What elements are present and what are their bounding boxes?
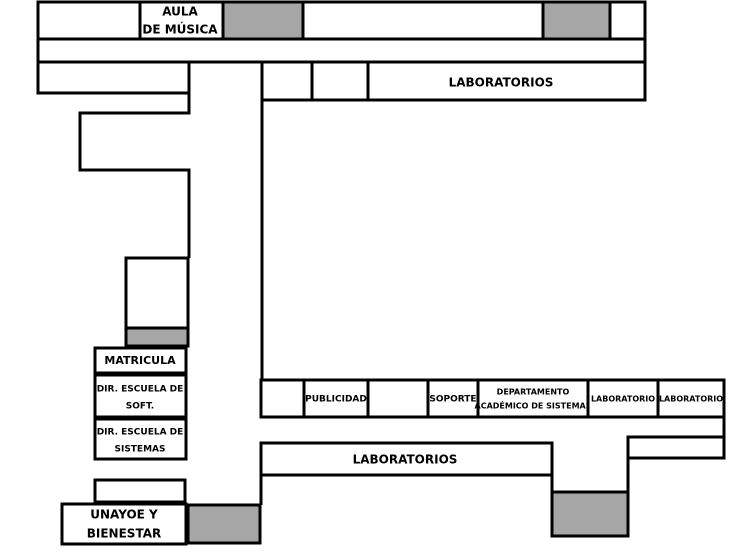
depto-label-line2: ACADÉMICO DE SISTEMAS (475, 400, 592, 411)
left-upper-room (36, 60, 191, 95)
dir-sistemas-room (93, 417, 188, 461)
bottom-right-shaded (550, 490, 630, 538)
laboratorio-room-2 (656, 378, 726, 419)
dir-sistemas-label-line2: SISTEMAS (114, 445, 165, 455)
top-corridor (36, 37, 647, 64)
aula-musica-label-line2: DE MÚSICA (142, 22, 218, 37)
dir-soft-label-line2: SOFT. (126, 402, 154, 412)
laboratorios-bottom-label: LABORATORIOS (353, 453, 458, 467)
dir-soft-label-line1: DIR. ESCUELA DE (97, 385, 184, 395)
top-shaded-block-left (221, 0, 305, 41)
lower-right-corridor-wall (626, 417, 726, 460)
top-middle-room (301, 0, 545, 41)
middle-row-small-room (259, 378, 306, 419)
ssshh-left-shaded (124, 326, 190, 348)
bottom-left-shaded (186, 503, 262, 545)
unayoe-label-line1: UNAYOE Y (90, 508, 158, 522)
laboratorio-label-1: LABORATORIO (591, 395, 655, 404)
top-right-room (608, 0, 647, 41)
top-shaded-block-right (541, 0, 612, 41)
laboratorios-top-label: LABORATORIOS (449, 76, 554, 90)
right-block-small-room (260, 60, 314, 102)
ssshh-left-room (124, 256, 190, 330)
laboratorio-label-2: LABORATORIO (659, 395, 723, 404)
depto-label-line1: DEPARTAMENTO (497, 388, 570, 397)
dir-sistemas-label-line1: DIR. ESCUELA DE (97, 428, 184, 438)
matricula-room (93, 346, 188, 375)
top-left-room (36, 0, 142, 41)
unayoe-label-line2: BIENESTAR (87, 527, 161, 541)
left-bottom-small-room (93, 478, 187, 504)
soporte-label: SOPORTE (429, 395, 476, 405)
ssshh-top-room (310, 60, 370, 102)
aula-musica-label-line1: AULA (162, 5, 198, 19)
left-wing-wall (78, 93, 191, 258)
laboratorios-bottom-room (259, 441, 554, 477)
dir-soft-room (93, 373, 188, 419)
unayoe-room (60, 502, 188, 546)
publicidad-label: PUBLICIDAD (305, 395, 367, 405)
laboratorios-top-room (366, 60, 647, 102)
middle-row-empty-room (366, 378, 430, 419)
depto-room (476, 378, 590, 419)
matricula-label: MATRICULA (104, 354, 176, 367)
